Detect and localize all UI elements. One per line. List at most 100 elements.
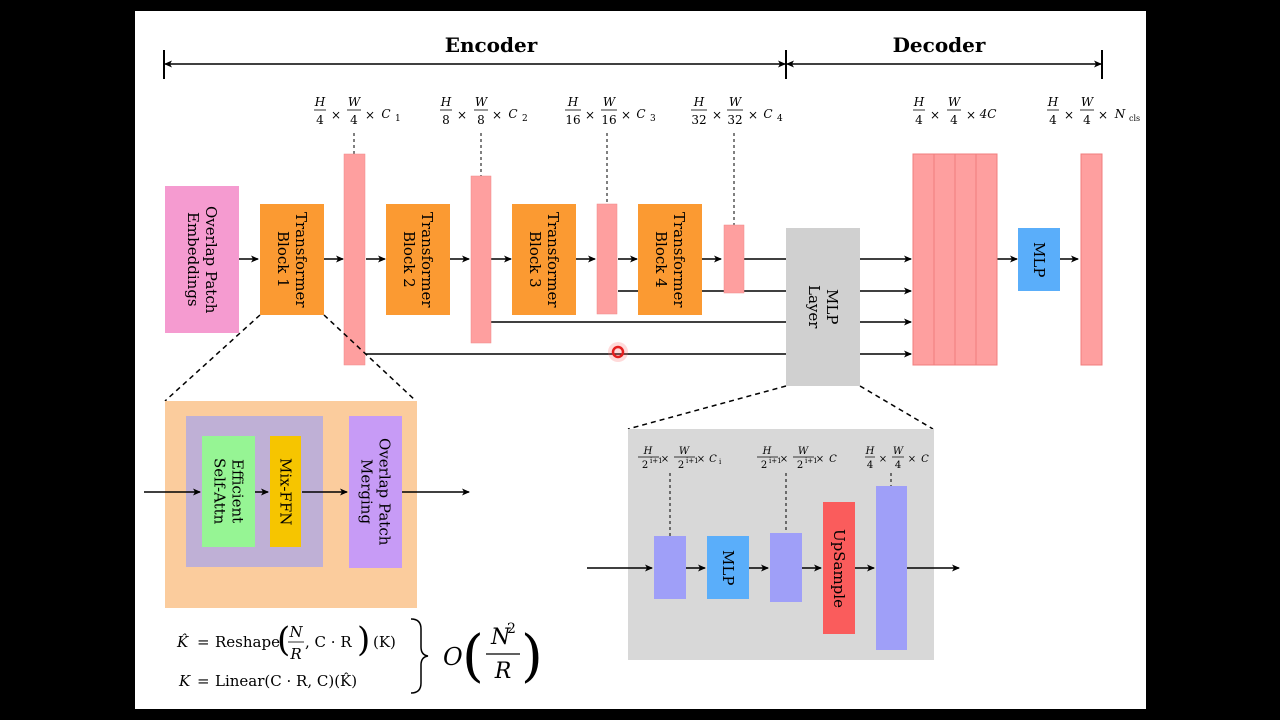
mix-ffn-block [270,436,301,547]
svg-text:C: C [709,454,717,465]
svg-text:cls: cls [1129,114,1140,123]
svg-text:): ) [357,620,370,660]
svg-text:H: H [1047,95,1059,109]
svg-text:R: R [289,645,301,663]
decoder-label: Decoder [893,33,986,57]
svg-text:×: × [816,454,824,465]
svg-text:W: W [348,95,362,109]
dim-label-2: H 8 × W 8 × C 2 [440,95,528,127]
svg-text:O: O [443,643,463,671]
svg-text:3: 3 [650,114,656,124]
equation-linear: K = Linear(C · R, C)(K̂) [178,672,357,690]
decoder-detail-mlp-label: MLP [719,549,737,586]
svg-text:4: 4 [777,114,783,124]
svg-text:Linear(C · R, C)(K̂): Linear(C · R, C)(K̂) [215,672,357,690]
det-dim-label-3: H 4 × W 4 × C [865,446,930,471]
dim-label-4: H 32 × W 32 × C 4 [691,95,783,127]
mix-ffn-label: Mix-FFN [276,457,295,526]
svg-text:N: N [490,625,511,650]
svg-text:4: 4 [915,113,923,127]
transformer-block-4-label: Transformer Block 4 [652,211,688,308]
svg-text:(: ( [277,620,290,660]
decoder-mlp-block [1018,228,1060,291]
transformer-block-3-label: Transformer Block 3 [526,211,562,308]
transformer-block-3 [512,204,576,315]
svg-text:C: C [381,107,390,121]
svg-text:4: 4 [950,113,958,127]
svg-text:H: H [567,95,579,109]
dim-label-5: H 4 × W 4 × 4C [913,95,997,127]
svg-text:4: 4 [867,460,873,471]
svg-text:4: 4 [316,113,324,127]
svg-text:4C: 4C [979,107,997,121]
transformer-block-1-label: Transformer Block 1 [274,211,310,308]
det-dim-label-2: H 2 i+1 × W 2 i+1 × C [757,446,837,471]
svg-text:×: × [930,108,940,122]
svg-text:(: ( [462,624,484,689]
svg-text:N: N [288,623,303,641]
concat-map-1 [912,153,935,366]
overlap-patch-embeddings-label: Overlap Patch Embeddings [184,205,220,314]
decoder-zoom-lines [627,385,934,430]
svg-text:2: 2 [797,460,803,471]
output-segmentation-map [1080,153,1103,366]
svg-text:N: N [1114,107,1126,121]
svg-text:32: 32 [691,113,706,127]
transformer-block-1 [260,204,324,315]
svg-text:×: × [748,108,758,122]
svg-text:C: C [921,454,929,465]
svg-text:R: R [494,659,512,684]
svg-text:×: × [621,108,631,122]
svg-text:×: × [661,454,669,465]
svg-text:W: W [893,446,904,457]
svg-text:2: 2 [522,114,528,124]
svg-text:4: 4 [1049,113,1057,127]
svg-text:Reshape: Reshape [215,633,280,651]
svg-text:16: 16 [565,113,580,127]
feature-map-2 [470,175,492,344]
svg-text:×: × [697,454,705,465]
encoder-zoom-lines [164,314,417,402]
dim-label-3: H 16 × W 16 × C 3 [565,95,656,127]
svg-text:×: × [1098,108,1108,122]
svg-text:16: 16 [601,113,616,127]
svg-text:2: 2 [678,460,684,471]
diagram-canvas: Encoder Decoder H 4 × W 4 × C 1 H 8 × W … [135,11,1146,709]
svg-text:i+1: i+1 [769,457,782,465]
svg-text:H: H [865,446,875,457]
svg-text:i+1: i+1 [650,457,663,465]
svg-text:8: 8 [477,113,485,127]
svg-text:W: W [679,446,690,457]
svg-text:×: × [492,108,502,122]
dim-label-1: H 4 × W 4 × C 1 [314,95,401,127]
svg-text:2: 2 [761,460,767,471]
det-dim-label-1: H 2 i+1 × W 2 i+1 × C i [638,446,722,471]
upsample-block [823,502,855,634]
decoder-feature-mid [770,533,802,602]
svg-text:W: W [948,95,962,109]
det-leaders [669,473,892,536]
transformer-block-4 [638,204,702,315]
dim-leaders [353,133,735,225]
svg-text:, C · R: , C · R [305,633,352,651]
svg-text:×: × [712,108,722,122]
efficient-self-attn-block [202,436,255,547]
svg-text:H: H [913,95,925,109]
svg-text:×: × [457,108,467,122]
svg-text:W: W [798,446,809,457]
mlp-layer-block [786,228,860,386]
svg-text:H: H [643,446,653,457]
decoder-feature-in [654,536,686,599]
svg-text:32: 32 [727,113,742,127]
svg-text:C: C [508,107,517,121]
feature-map-4 [723,224,745,294]
svg-text:×: × [331,108,341,122]
overlap-patch-embeddings-block [165,186,239,333]
encoder-label: Encoder [445,33,538,57]
decoder-detail-mlp-block [707,536,749,599]
svg-text:C: C [829,454,837,465]
svg-text:×: × [780,454,788,465]
svg-text:×: × [908,454,916,465]
mlp-layer-label: MLP Layer [805,285,841,329]
svg-text:H: H [314,95,326,109]
